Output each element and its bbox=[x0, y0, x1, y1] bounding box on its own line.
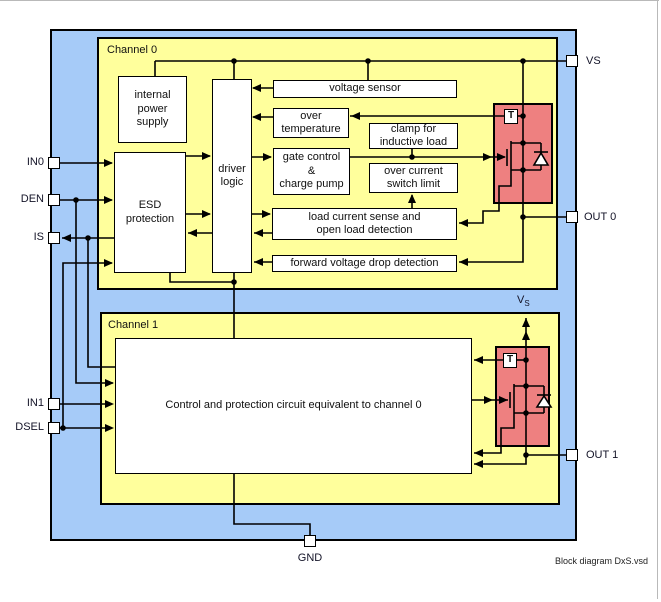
vs-supply-base: V bbox=[517, 294, 525, 306]
frame-top-line bbox=[0, 0, 659, 1]
channel1-equivalent-block: Control and protection circuit equivalen… bbox=[115, 338, 472, 474]
wires bbox=[60, 60, 566, 535]
forward-voltage-drop-block: forward voltage drop detection bbox=[272, 255, 457, 272]
is-branch-wire bbox=[87, 238, 115, 368]
pin-label-in0: IN0 bbox=[26, 156, 44, 168]
arrowheads bbox=[62, 84, 530, 468]
frame-right-line bbox=[657, 0, 658, 599]
channel0-title: Channel 0 bbox=[107, 44, 158, 56]
vs-supply-sub: S bbox=[524, 299, 530, 309]
temp-sensor-1: T bbox=[503, 353, 517, 368]
clamp-inductive-load-block: clamp for inductive load bbox=[369, 123, 458, 149]
pin-gnd bbox=[304, 535, 316, 547]
pin-in1 bbox=[48, 398, 60, 410]
pin-label-dsel: DSEL bbox=[15, 421, 44, 433]
sense-return-0 bbox=[459, 172, 512, 224]
den-branch-wire bbox=[75, 200, 113, 384]
over-temperature-block: over temperature bbox=[273, 108, 349, 138]
voltage-sensor-block: voltage sensor bbox=[273, 80, 457, 98]
junction-dots bbox=[60, 58, 529, 458]
pin-label-in1: IN1 bbox=[26, 397, 44, 409]
vs-supply-label: VS bbox=[517, 294, 530, 308]
pin-dsel bbox=[48, 422, 60, 434]
internal-power-supply-block: internal power supply bbox=[118, 76, 187, 143]
dsel-branch-wire bbox=[62, 262, 112, 428]
gate-control-charge-pump-block: gate control & charge pump bbox=[273, 148, 350, 195]
temp-sensor-0: T bbox=[504, 109, 518, 124]
mosfet1-symbol bbox=[509, 384, 553, 416]
pin-out1 bbox=[566, 449, 578, 461]
pin-label-out0: OUT 0 bbox=[584, 211, 617, 223]
gnd-wire-esd bbox=[169, 273, 234, 283]
mosfet0-symbol bbox=[506, 141, 550, 172]
channel1-title: Channel 1 bbox=[108, 319, 159, 331]
pin-vs bbox=[566, 55, 578, 67]
pin-label-gnd: GND bbox=[297, 552, 323, 564]
pin-label-out1: OUT 1 bbox=[586, 449, 619, 461]
sense-return-1 bbox=[474, 416, 515, 454]
esd-protection-block: ESD protection bbox=[114, 152, 186, 273]
pin-den bbox=[48, 194, 60, 206]
driver-logic-block: driver logic bbox=[212, 79, 252, 273]
pin-is bbox=[48, 232, 60, 244]
diagram-filename: Block diagram DxS.vsd bbox=[554, 556, 648, 566]
pin-in0 bbox=[48, 157, 60, 169]
pin-label-den: DEN bbox=[20, 193, 44, 205]
pin-label-vs: VS bbox=[586, 55, 601, 67]
pin-label-is: IS bbox=[33, 231, 44, 243]
over-current-switch-limit-block: over current switch limit bbox=[369, 163, 458, 193]
load-current-sense-block: load current sense and open load detecti… bbox=[272, 208, 457, 240]
pin-out0 bbox=[566, 211, 578, 223]
